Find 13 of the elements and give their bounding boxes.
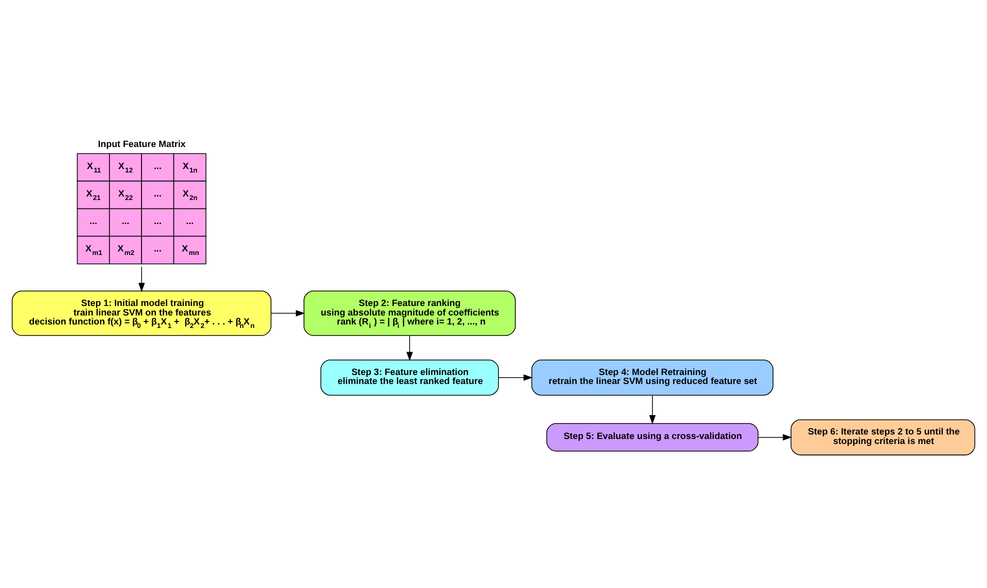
node-box: Step 6: Iterate steps 2 to 5 until the stopping criteria is met (790, 418, 976, 455)
arrow (270, 310, 306, 316)
arrow (138, 266, 145, 292)
node-box: Step 1: Initial model training train linear SVM on the features decision function f(x) = β$_{0}$ + β$_{1}$X$_{1}$ + β$_{2}$X$_{2}$+ . . . + β$_{n}$X$_{n}$ (12, 290, 272, 336)
node-label: Input Feature Matrix (98, 138, 186, 149)
node-box: Step 2: Feature ranking using absolute magnitude of coefficients rank (R$_{i}$ ) = | β$_{i}$ | where i= 1, 2, ..., n (304, 290, 516, 336)
arrow (758, 434, 792, 440)
arrow (498, 374, 533, 380)
arrow (406, 334, 413, 361)
node-box: Step 5: Evaluate using a cross-validation (546, 422, 758, 451)
arrow (649, 394, 656, 424)
node-box: Step 4: Model Retraining retrain the linear SVM using reduced feature set (531, 359, 774, 396)
node-box: Step 3: Feature elimination eliminate the least ranked feature (320, 359, 499, 396)
